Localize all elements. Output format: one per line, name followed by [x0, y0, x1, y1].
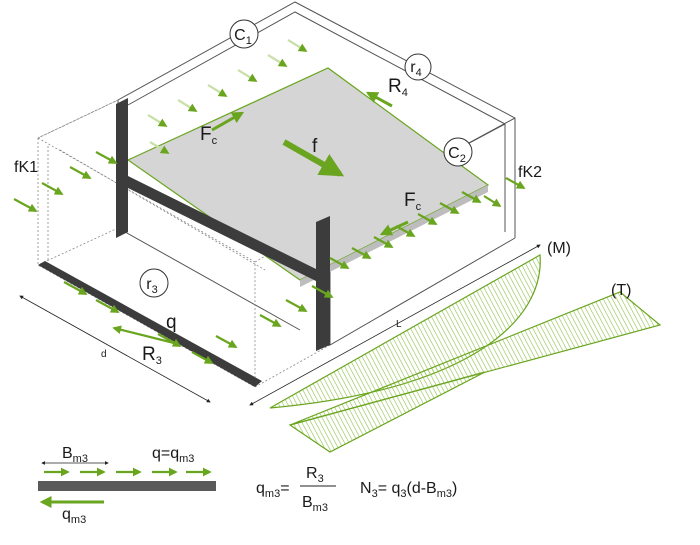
dimension-d-line: [19, 295, 211, 403]
formula-n-eq: = q: [378, 480, 401, 497]
dimension-l-label: L: [396, 319, 402, 330]
svg-text:q=qm3: q=qm3: [152, 445, 194, 465]
legend-q-eq-sub: m3: [179, 453, 194, 465]
formula-q-sub: m3: [265, 488, 280, 500]
fc-right-main: F: [404, 190, 416, 211]
dimension-l-line: [249, 244, 541, 406]
c1-sub: 1: [246, 35, 252, 47]
c1-main: C: [234, 27, 246, 44]
svg-text:r3: r3: [146, 276, 157, 296]
r4-force-sub: 4: [402, 87, 408, 99]
fc-arrow-left: [211, 111, 245, 132]
legend-bm3-main: B: [62, 445, 73, 462]
formula-eq: =: [280, 480, 289, 497]
r4-force-main: R: [388, 76, 402, 97]
legend-qm3-main: q: [62, 506, 71, 523]
r4-circle-sub: 4: [416, 67, 422, 79]
svg-text:R3: R3: [306, 465, 324, 485]
r3-force-main: R: [142, 344, 156, 365]
shear-diagram-lower: [288, 371, 486, 453]
ground-beam-arrows: [63, 281, 214, 364]
fk2-label: fK2: [518, 164, 542, 181]
svg-text:Bm3: Bm3: [302, 494, 328, 514]
c2-circle: [443, 137, 473, 167]
svg-text:Bm3: Bm3: [62, 445, 88, 465]
svg-text:qm3=: qm3=: [256, 480, 290, 500]
svg-text:r4: r4: [410, 59, 421, 79]
fc-left-main: F: [200, 124, 212, 145]
svg-text:N3= q3(d-Bm3): N3= q3(d-Bm3): [360, 480, 457, 500]
formula-qm3: qm3= R3 Bm3: [256, 465, 336, 514]
moment-label: (M): [547, 240, 571, 257]
f-label: f: [312, 136, 318, 157]
fk1-label: fK1: [14, 159, 38, 176]
fc-right-sub: c: [416, 201, 422, 213]
formula-n-close: ): [452, 480, 457, 497]
formula-den-sub: m3: [313, 502, 328, 514]
f-arrow: [282, 139, 345, 177]
legend-beam: [38, 481, 216, 491]
legend-qm3-sub: m3: [71, 514, 86, 526]
formula-n-paren: (d-B: [407, 480, 437, 497]
formula-den-main: B: [302, 494, 313, 511]
r4-arrow: [365, 91, 393, 108]
formula-n-b-sub: m3: [437, 488, 452, 500]
c2-main: C: [448, 145, 460, 162]
dimension-d-label: d: [101, 349, 107, 360]
c1-circle: [229, 19, 259, 49]
column-front-left: [116, 98, 128, 238]
r4-circle-main: r: [410, 59, 416, 76]
formula-n-q-sub: 3: [400, 488, 406, 500]
legend-q-eq: q=q: [152, 445, 179, 462]
fc-arrow-right: [379, 220, 409, 236]
c2-sub: 2: [460, 153, 466, 165]
formula-n-main: N: [360, 480, 372, 497]
r3-circle-main: r: [146, 276, 152, 293]
r3-force-sub: 3: [156, 355, 162, 367]
svg-text:R4: R4: [388, 76, 408, 99]
fc-left-sub: c: [212, 135, 218, 147]
svg-text:Fc: Fc: [200, 124, 218, 147]
formula-n-sub: 3: [372, 488, 378, 500]
r4-circle: [404, 53, 432, 81]
formula-q-main: q: [256, 480, 265, 497]
svg-text:C2: C2: [448, 145, 466, 165]
floor-slab: [126, 67, 490, 281]
svg-text:Fc: Fc: [404, 190, 422, 213]
svg-text:qm3: qm3: [62, 506, 86, 526]
formula-num-main: R: [306, 465, 318, 482]
q-label: q: [166, 312, 177, 333]
svg-text:C1: C1: [234, 27, 252, 47]
load-arrows-pale: [147, 39, 308, 154]
formula-num-sub: 3: [318, 473, 324, 485]
load-arrows-left: [13, 151, 118, 212]
svg-text:R3: R3: [142, 344, 162, 367]
shear-label: (T): [611, 282, 631, 299]
formula-n3: N3= q3(d-Bm3): [360, 480, 457, 500]
legend-group: Bm3 q=qm3 qm3: [38, 445, 216, 526]
r3-circle: [139, 268, 169, 298]
load-arrows-bottom: [215, 285, 334, 348]
r3-circle-sub: 3: [152, 284, 158, 296]
column-front-right: [316, 216, 330, 351]
